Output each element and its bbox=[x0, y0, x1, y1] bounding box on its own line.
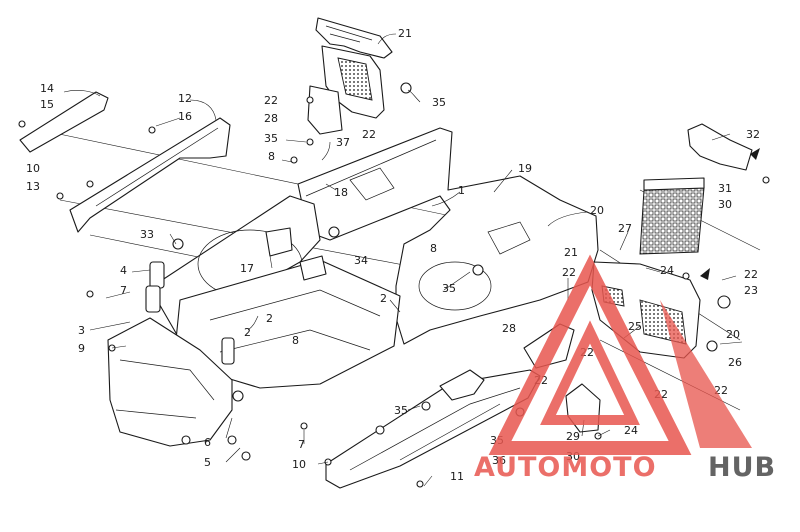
steering-post-bracket bbox=[315, 17, 393, 59]
heat-shield-bracket bbox=[687, 123, 753, 171]
callout-16: 16 bbox=[178, 110, 192, 123]
watermark-logo-icon bbox=[488, 254, 752, 455]
callout-2: 2 bbox=[380, 292, 387, 305]
callout-2: 2 bbox=[244, 326, 251, 339]
callout-22: 22 bbox=[264, 94, 278, 107]
callout-5: 5 bbox=[204, 456, 211, 469]
callout-35: 35 bbox=[394, 404, 408, 417]
steering-support bbox=[307, 45, 385, 135]
running-board bbox=[325, 369, 541, 489]
callout-37: 37 bbox=[336, 136, 350, 149]
callout-13: 13 bbox=[26, 180, 40, 193]
watermark: AUTOMOTO HUB bbox=[474, 254, 776, 483]
callout-11: 11 bbox=[450, 470, 464, 483]
callout-7: 7 bbox=[298, 438, 305, 451]
callout-22: 22 bbox=[744, 268, 758, 281]
callout-23: 23 bbox=[744, 284, 758, 297]
callout-34: 34 bbox=[354, 254, 368, 267]
front-nose bbox=[107, 317, 233, 447]
callout-35: 35 bbox=[264, 132, 278, 145]
callout-1: 1 bbox=[458, 184, 465, 197]
callout-28: 28 bbox=[502, 322, 516, 335]
callout-28: 28 bbox=[264, 112, 278, 125]
callout-24: 24 bbox=[660, 264, 674, 277]
callout-29: 29 bbox=[566, 430, 580, 443]
callout-8: 8 bbox=[430, 242, 437, 255]
callout-32: 32 bbox=[746, 128, 760, 141]
callout-35: 35 bbox=[432, 96, 446, 109]
callout-22: 22 bbox=[362, 128, 376, 141]
callout-36: 36 bbox=[492, 454, 506, 467]
front-cross-member bbox=[69, 117, 231, 233]
callout-9: 9 bbox=[78, 342, 85, 355]
grille-screen bbox=[639, 177, 705, 255]
callout-7: 7 bbox=[120, 284, 127, 297]
watermark-text-primary: AUTOMOTO bbox=[474, 452, 657, 483]
callout-20: 20 bbox=[590, 204, 604, 217]
callout-15: 15 bbox=[40, 98, 54, 111]
arrow-icon bbox=[700, 268, 710, 280]
bumper-bar bbox=[19, 91, 109, 153]
callout-22: 22 bbox=[562, 266, 576, 279]
arrow-icon bbox=[750, 148, 760, 160]
watermark-text-secondary: HUB bbox=[708, 452, 776, 483]
callout-26: 26 bbox=[728, 356, 742, 369]
callout-2: 2 bbox=[266, 312, 273, 325]
callout-19: 19 bbox=[518, 162, 532, 175]
callout-33: 33 bbox=[140, 228, 154, 241]
callout-21: 21 bbox=[398, 27, 412, 40]
callout-31: 31 bbox=[718, 182, 732, 195]
callout-10: 10 bbox=[292, 458, 306, 471]
callout-10: 10 bbox=[26, 162, 40, 175]
callout-25: 25 bbox=[628, 320, 642, 333]
callout-8: 8 bbox=[268, 150, 275, 163]
callout-14: 14 bbox=[40, 82, 54, 95]
direction-arrows bbox=[700, 148, 760, 280]
callout-8: 8 bbox=[292, 334, 299, 347]
fasteners bbox=[18, 82, 770, 488]
callout-18: 18 bbox=[334, 186, 348, 199]
callout-30: 30 bbox=[718, 198, 732, 211]
callout-27: 27 bbox=[618, 222, 632, 235]
spindle-posts bbox=[145, 261, 235, 365]
callout-24: 24 bbox=[624, 424, 638, 437]
callout-12: 12 bbox=[178, 92, 192, 105]
callout-35: 35 bbox=[442, 282, 456, 295]
callout-17: 17 bbox=[240, 262, 254, 275]
callout-21: 21 bbox=[564, 246, 578, 259]
callout-3: 3 bbox=[78, 324, 85, 337]
chassis-side-panel bbox=[297, 127, 599, 345]
callout-20: 20 bbox=[726, 328, 740, 341]
callout-4: 4 bbox=[120, 264, 127, 277]
callout-6: 6 bbox=[204, 436, 211, 449]
